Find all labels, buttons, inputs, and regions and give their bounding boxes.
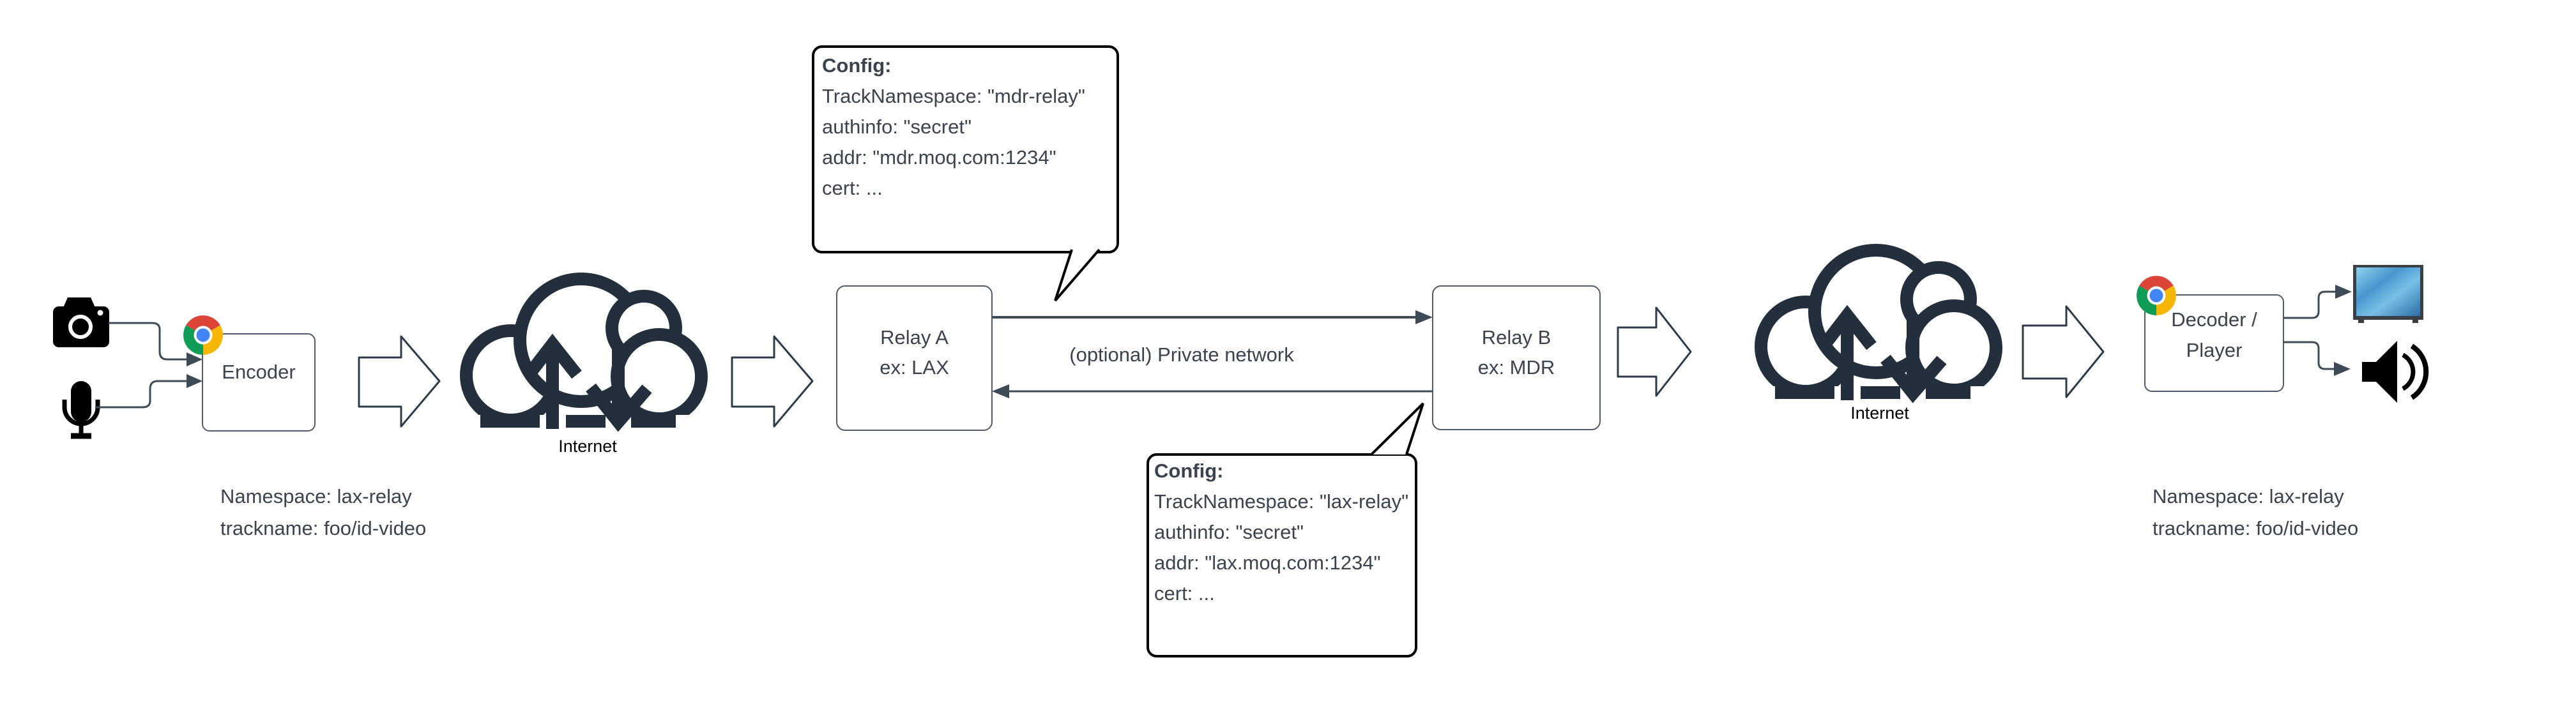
speaker-icon bbox=[2362, 341, 2429, 403]
relay-a-label: Relay A ex: LAX bbox=[880, 326, 949, 379]
callout-tail-bottom bbox=[1370, 402, 1424, 456]
block-arrow-encoder-to-internet bbox=[358, 335, 441, 428]
mic-wire-arrowhead bbox=[187, 374, 202, 388]
tv-wire-arrowhead bbox=[2335, 285, 2352, 299]
encoder-box bbox=[202, 333, 316, 432]
relay-a-link-arrowhead bbox=[992, 384, 1009, 398]
chrome-icon bbox=[183, 315, 223, 355]
config-callout-top-text: Config: TrackNamespace: "mdr-relay" auth… bbox=[822, 54, 1085, 199]
camera-icon bbox=[53, 297, 109, 347]
block-arrow-internet-to-decoder bbox=[2022, 305, 2105, 398]
namespace-annotation-right: Namespace: lax-relay trackname: foo/id-v… bbox=[2153, 485, 2359, 539]
block-arrow-relay-b-to-internet bbox=[1617, 306, 1692, 397]
microphone-icon bbox=[62, 381, 100, 439]
relay-b-link-arrowhead bbox=[1415, 310, 1433, 324]
decoder-to-tv-wire bbox=[2283, 290, 2335, 319]
namespace-annotation-left: Namespace: lax-relay trackname: foo/id-v… bbox=[220, 485, 427, 539]
tv-screen-icon bbox=[2353, 265, 2423, 323]
block-arrow-internet-to-relay-a bbox=[731, 335, 814, 428]
camera-to-encoder-wire bbox=[109, 322, 187, 361]
config-callout-bottom bbox=[1147, 453, 1417, 657]
encoder-label: Encoder bbox=[222, 361, 296, 383]
callout-tail-top bbox=[1054, 248, 1101, 302]
cloud-internet-left-icon bbox=[452, 279, 719, 454]
decoder-label: Decoder / Player bbox=[2171, 308, 2257, 361]
config-callout-top bbox=[812, 45, 1119, 253]
cloud-internet-right-icon bbox=[1747, 250, 2014, 426]
camera-wire-arrowhead bbox=[187, 352, 202, 366]
config-callout-bottom-text: Config: TrackNamespace: "lax-relay" auth… bbox=[1154, 460, 1409, 605]
relay-b-box bbox=[1432, 285, 1601, 430]
mic-to-encoder-wire bbox=[95, 380, 187, 409]
internet-label-right: Internet bbox=[1850, 403, 1909, 423]
internet-label-left: Internet bbox=[558, 437, 617, 456]
speaker-wire-arrowhead bbox=[2334, 362, 2351, 376]
decoder-to-speaker-wire bbox=[2283, 341, 2334, 370]
relay-a-box bbox=[836, 285, 993, 431]
private-network-label: (optional) Private network bbox=[1069, 343, 1294, 366]
relay-b-label: Relay B ex: MDR bbox=[1477, 326, 1555, 379]
